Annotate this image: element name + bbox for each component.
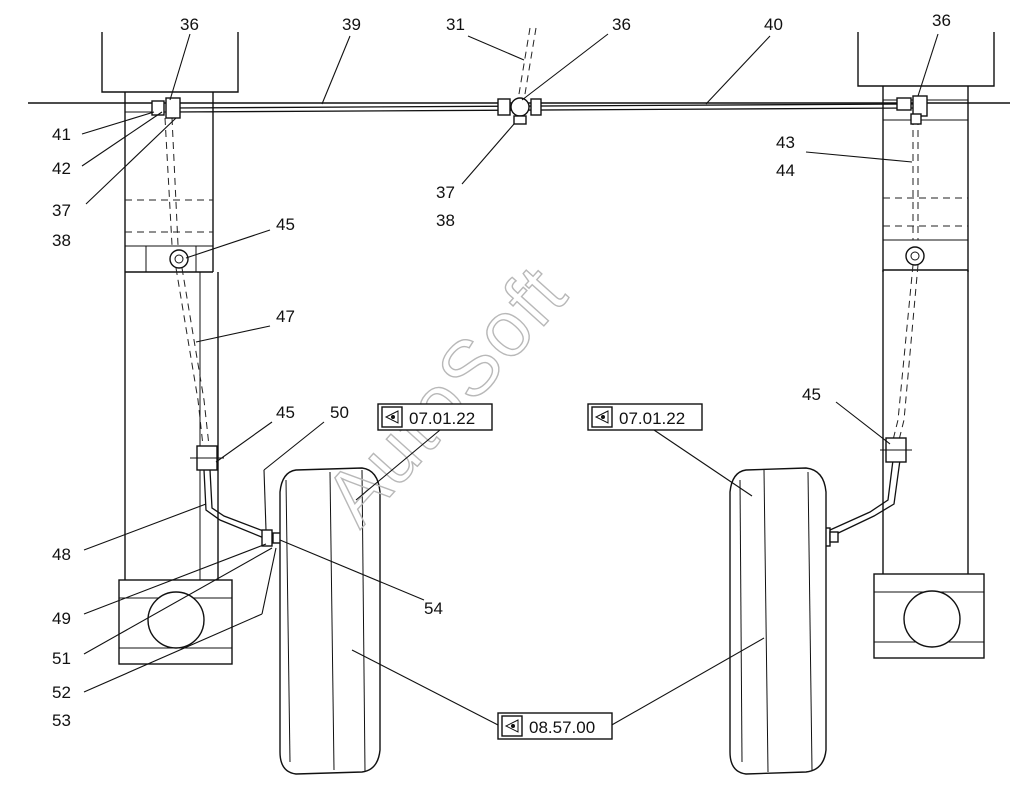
reference-label: 07.01.22 — [409, 409, 475, 428]
eye-reference-icon — [591, 406, 613, 428]
reference-link-right[interactable]: 07.01.22 — [587, 403, 703, 431]
reference-link-bottom[interactable]: 08.57.00 — [497, 712, 613, 740]
callout-39: 39 — [342, 15, 361, 34]
leader-lines — [81, 33, 939, 727]
reference-link-left[interactable]: 07.01.22 — [377, 403, 493, 431]
callout-50: 50 — [330, 403, 349, 422]
callout-53: 53 — [52, 711, 71, 730]
callout-48: 48 — [52, 545, 71, 564]
callout-40: 40 — [764, 15, 783, 34]
reference-label: 08.57.00 — [529, 718, 595, 737]
callout-54: 54 — [424, 599, 443, 618]
callout-37: 37 — [436, 183, 455, 202]
callout-37: 37 — [52, 201, 71, 220]
right-strut — [873, 86, 985, 659]
callout-41: 41 — [52, 125, 71, 144]
callout-47: 47 — [276, 307, 295, 326]
brake-pipes — [164, 27, 919, 539]
reference-label: 07.01.22 — [619, 409, 685, 428]
watermark-text: AutoSoft — [307, 248, 583, 541]
callout-numbers: 31 36 36 36 39 40 41 42 37 38 37 38 43 4… — [52, 11, 951, 730]
callout-49: 49 — [52, 609, 71, 628]
right-wheel — [729, 467, 827, 775]
callout-43: 43 — [776, 133, 795, 152]
callout-44: 44 — [776, 161, 795, 180]
callout-45: 45 — [276, 215, 295, 234]
callout-42: 42 — [52, 159, 71, 178]
callout-45: 45 — [276, 403, 295, 422]
left-wheel — [279, 467, 381, 775]
callout-31: 31 — [446, 15, 465, 34]
callout-36: 36 — [932, 11, 951, 30]
callout-52: 52 — [52, 683, 71, 702]
callout-38: 38 — [52, 231, 71, 250]
left-strut — [118, 92, 233, 665]
callout-45: 45 — [802, 385, 821, 404]
callout-36: 36 — [612, 15, 631, 34]
callout-51: 51 — [52, 649, 71, 668]
callout-38: 38 — [436, 211, 455, 230]
callout-36: 36 — [180, 15, 199, 34]
eye-reference-icon — [381, 406, 403, 428]
eye-reference-icon — [501, 715, 523, 737]
